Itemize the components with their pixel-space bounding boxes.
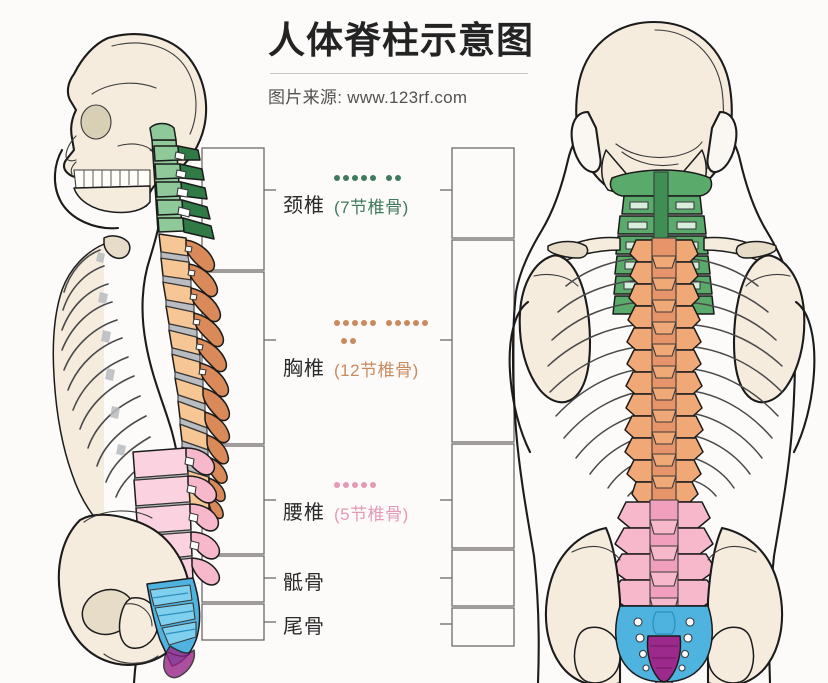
label-lumbar-dots: [334, 482, 379, 499]
ribcage-lateral: [52, 235, 153, 529]
label-thoracic-count: (12节椎骨): [334, 361, 419, 380]
vertebra-dot: [352, 482, 358, 488]
page-title: 人体脊柱示意图: [268, 20, 534, 61]
source-credit: 图片来源: www.123rf.com: [268, 87, 468, 107]
vertebra-dot: [413, 320, 419, 326]
vertebra-dot: [386, 175, 392, 181]
sacrum-lateral: [146, 577, 201, 667]
label-thoracic: 胸椎 (12节椎骨): [283, 320, 431, 381]
vertebra-dot: [334, 175, 340, 181]
coccyx-lateral: [163, 645, 196, 679]
lateral-view: [52, 33, 231, 683]
label-cervical-count: (7节椎骨): [334, 198, 409, 217]
vertebra-dot: [395, 320, 401, 326]
vertebra-dot: [386, 320, 392, 326]
label-coccyx-name: 尾骨: [283, 616, 325, 638]
vertebra-dot: [370, 175, 376, 181]
vertebra-dot: [334, 320, 340, 326]
label-thoracic-name: 胸椎: [283, 358, 325, 380]
label-lumbar-name: 腰椎: [283, 502, 325, 524]
thoracic-spine-posterior: [624, 237, 704, 505]
vertebra-dot: [395, 175, 401, 181]
vertebra-dot: [352, 175, 358, 181]
coccyx-posterior: [646, 635, 682, 683]
header-divider: [270, 72, 528, 74]
pelvis-posterior: [544, 526, 784, 683]
vertebra-dot: [343, 482, 349, 488]
vertebra-dot: [343, 175, 349, 181]
header: 人体脊柱示意图 图片来源: www.123rf.com: [268, 20, 568, 108]
skull-posterior: [570, 20, 738, 198]
label-sacrum: 骶骨: [283, 566, 325, 595]
vertebra-dot: [361, 320, 367, 326]
vertebra-dot: [370, 320, 376, 326]
label-thoracic-dots: [334, 320, 431, 355]
vertebra-dot: [334, 482, 340, 488]
vertebra-dot: [361, 175, 367, 181]
label-cervical-name: 颈椎: [283, 195, 325, 217]
vertebra-dot: [352, 320, 358, 326]
label-lumbar: 腰椎 (5节椎骨): [283, 482, 409, 525]
posterior-view: [508, 20, 816, 683]
label-cervical: 颈椎 (7节椎骨): [283, 175, 409, 218]
label-coccyx: 尾骨: [283, 610, 325, 639]
vertebra-dot: [370, 482, 376, 488]
vertebra-dot: [422, 320, 428, 326]
shoulder-girdle-posterior: [508, 236, 816, 454]
vertebra-dot: [404, 320, 410, 326]
vertebra-dot: [361, 482, 367, 488]
vertebra-dot: [350, 338, 356, 344]
cervical-spine-lateral: [149, 122, 215, 240]
label-cervical-dots: [334, 175, 404, 192]
label-sacrum-name: 骶骨: [283, 572, 325, 594]
vertebra-dot: [343, 320, 349, 326]
vertebra-dot: [341, 338, 347, 344]
label-lumbar-count: (5节椎骨): [334, 505, 409, 524]
